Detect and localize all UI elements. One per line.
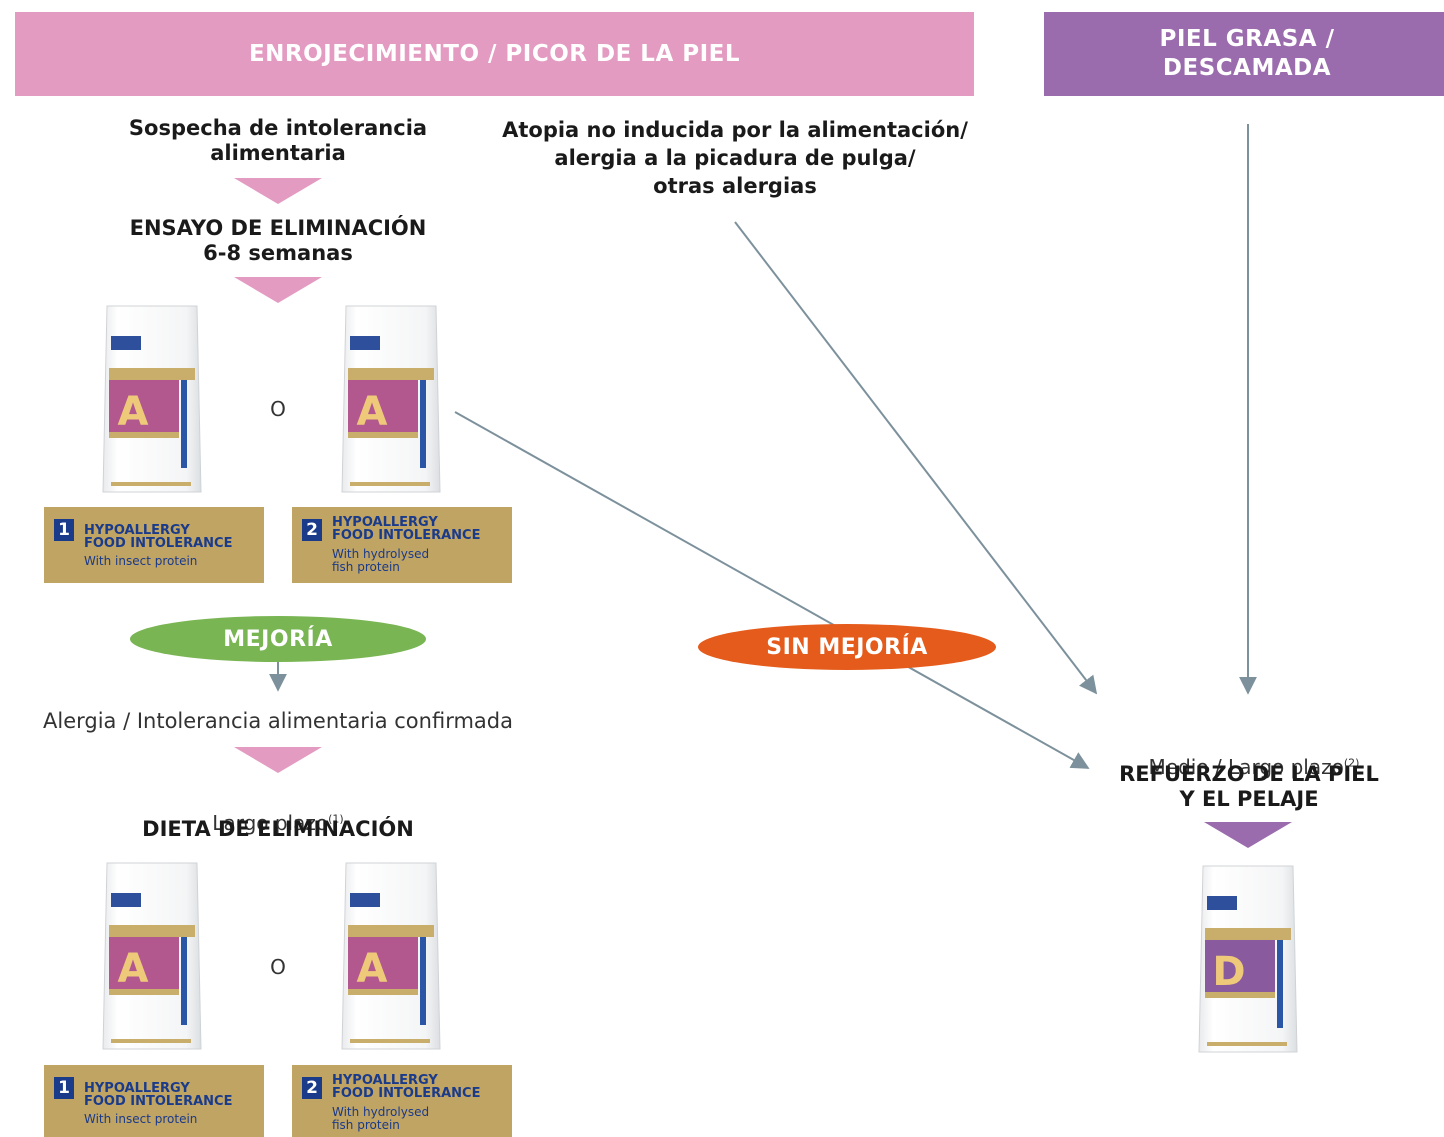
diet-bag-1-trial: A: [102, 305, 202, 493]
product-number: 1: [54, 1077, 74, 1099]
product-number: 2: [302, 1077, 322, 1099]
diet-bag-2-trial: A: [341, 305, 441, 493]
confirmed-allergy-text: Alergia / Intolerancia alimentaria confi…: [43, 709, 513, 733]
product-name: HYPOALLERGY FOOD INTOLERANCE: [84, 1081, 233, 1109]
purple-arrow: [1204, 822, 1292, 848]
diet-bag-1-longterm: A: [102, 862, 202, 1050]
diet-bag-2-longterm: A: [341, 862, 441, 1050]
pink-arrow-1: [234, 178, 322, 204]
medium-long-term-label: Medio / Largo plazo: [1148, 755, 1344, 779]
product-name: HYPOALLERGY FOOD INTOLERANCE: [332, 1073, 481, 1101]
suspicion-text: Sospecha de intolerancia alimentaria: [128, 116, 428, 165]
product-subtitle: With hydrolysed fish protein: [332, 1105, 430, 1132]
long-term-label: Largo plazo: [212, 811, 329, 835]
long-term-text: Largo plazo(1): [90, 787, 466, 835]
bag-letter: D: [1212, 949, 1245, 995]
medium-long-term-text: Medio / Largo plazo(2): [1064, 731, 1444, 779]
product-label-2-trial: 2 HYPOALLERGY FOOD INTOLERANCE With hydr…: [292, 507, 512, 583]
improvement-badge: MEJORÍA: [130, 616, 426, 662]
footnote-ref-2: (2): [1343, 756, 1360, 770]
product-subtitle: With insect protein: [84, 554, 198, 568]
product-label-2-longterm: 2 HYPOALLERGY FOOD INTOLERANCE With hydr…: [292, 1065, 512, 1137]
product-label-1-trial: 1 HYPOALLERGY FOOD INTOLERANCE With inse…: [44, 507, 264, 583]
product-name: HYPOALLERGY FOOD INTOLERANCE: [84, 523, 233, 551]
elimination-trial-title: ENSAYO DE ELIMINACIÓN 6-8 semanas: [129, 216, 427, 265]
bag-letter: A: [118, 389, 149, 435]
or-text-longterm: O: [270, 955, 286, 979]
skin-coat-reinforcement-title: REFUERZO DE LA PIEL Y EL PELAJE: [1119, 762, 1379, 811]
derm-diet-bag: D: [1198, 865, 1298, 1053]
atopy-text: Atopia no inducida por la alimentación/ …: [502, 118, 968, 198]
footnote-ref-1: (1): [328, 812, 344, 826]
product-name: HYPOALLERGY FOOD INTOLERANCE: [332, 515, 481, 543]
or-text-trial: O: [270, 397, 286, 421]
arrow-atopy-to-reinforcement: [734, 221, 1098, 695]
product-subtitle: With insect protein: [84, 1112, 198, 1126]
product-number: 2: [302, 519, 322, 541]
pink-arrow-2: [234, 277, 322, 303]
product-subtitle: With hydrolysed fish protein: [332, 547, 430, 574]
product-number: 1: [54, 519, 74, 541]
banner-oily-skin: PIEL GRASA / DESCAMADA: [1044, 12, 1444, 96]
banner-redness-itch: ENROJECIMIENTO / PICOR DE LA PIEL: [15, 12, 974, 96]
bag-letter: A: [357, 389, 388, 435]
product-label-1-longterm: 1 HYPOALLERGY FOOD INTOLERANCE With inse…: [44, 1065, 264, 1137]
elimination-diet-title: DIETA DE ELIMINACIÓN: [142, 817, 414, 841]
bag-letter: A: [118, 946, 149, 992]
no-improvement-badge: SIN MEJORÍA: [698, 624, 996, 670]
bag-letter: A: [357, 946, 388, 992]
pink-arrow-3: [234, 747, 322, 773]
